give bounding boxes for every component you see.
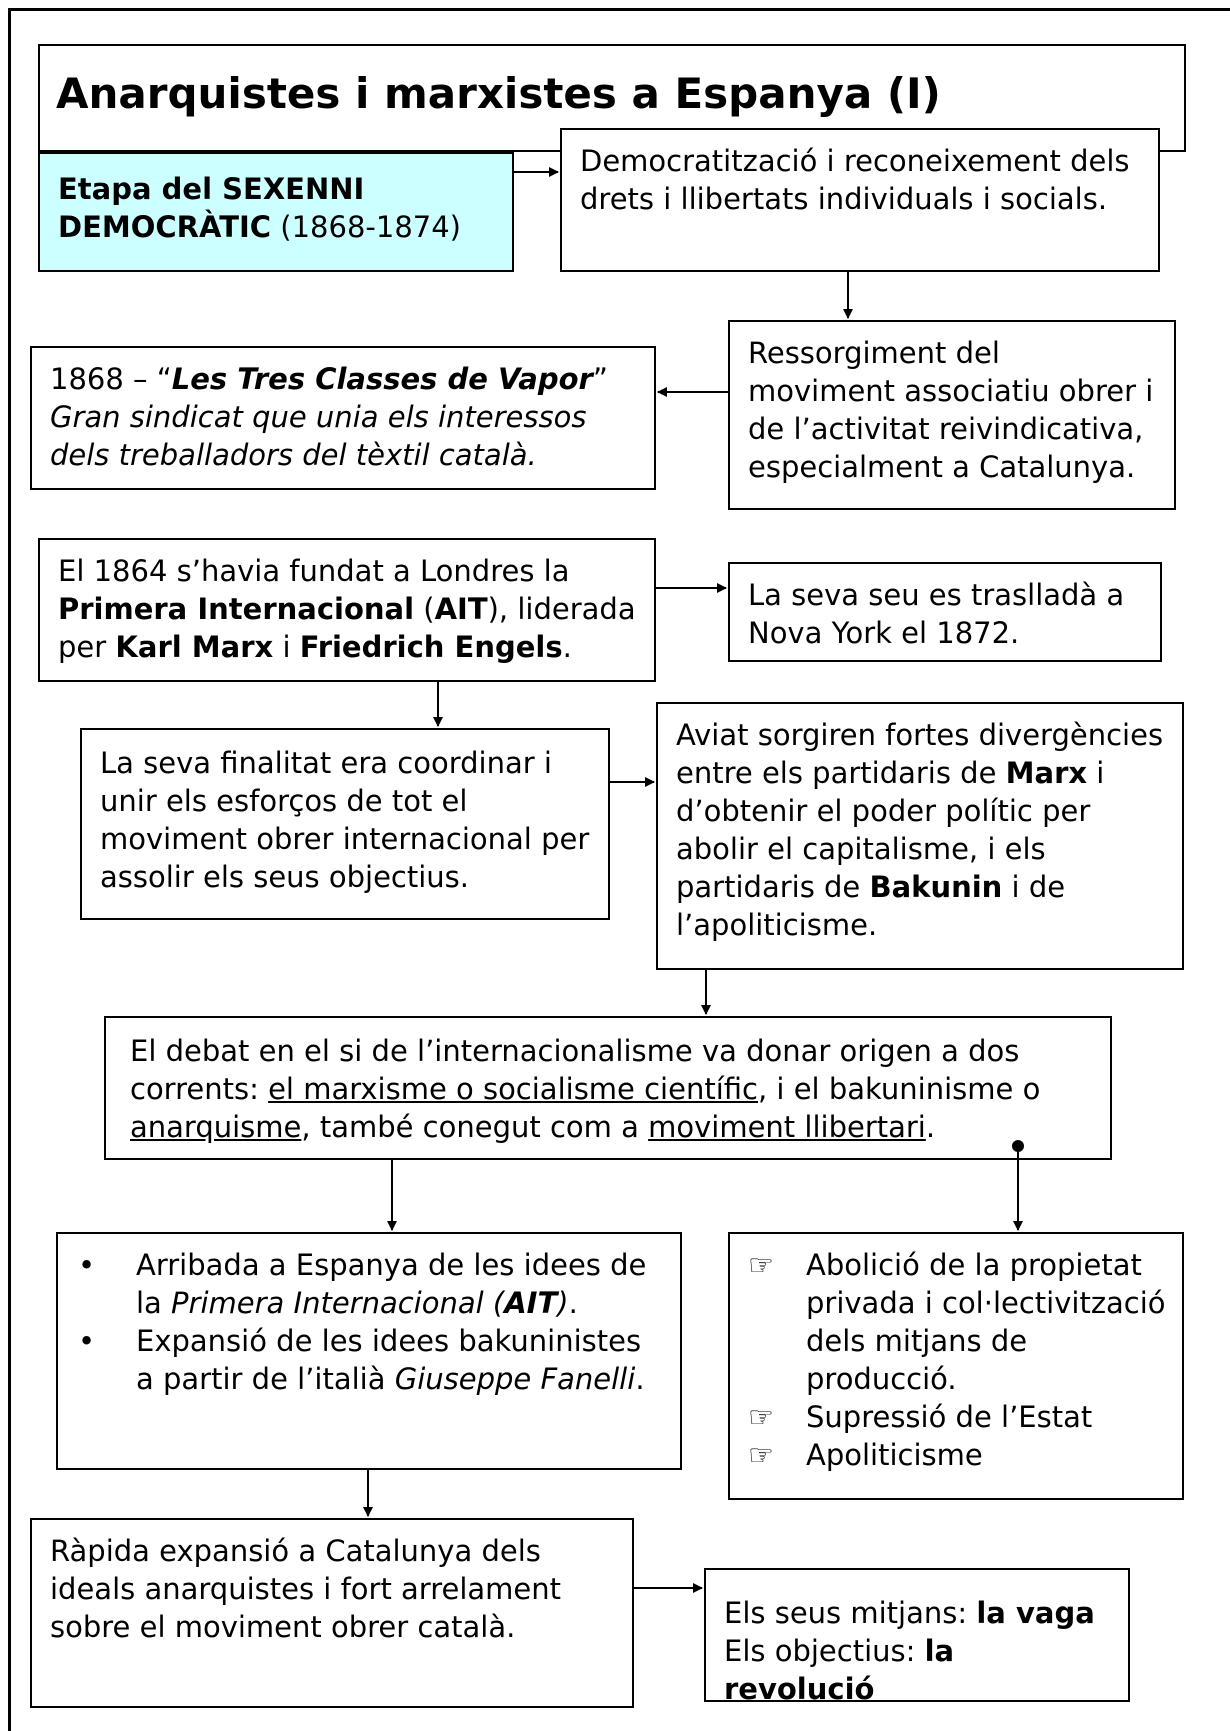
mitjans-line: Els seus mitjans: la vaga	[724, 1596, 1095, 1630]
principis-list: ☞Abolició de la propietat privada i col·…	[738, 1246, 1170, 1474]
rapida-expansio-box: Ràpida expansió a Catalunya dels ideals …	[30, 1518, 634, 1708]
pointing-hand-icon: ☞	[748, 1400, 774, 1434]
arribada-list: •Arribada a Espanya de les idees de la P…	[68, 1246, 666, 1398]
nova-york-text: La seva seu es traslladà a Nova York el …	[748, 578, 1125, 650]
nova-york-box: La seva seu es traslladà a Nova York el …	[728, 562, 1162, 662]
democratitzacio-text: Democratització i reconeixement dels dre…	[580, 144, 1130, 216]
rapida-expansio-text: Ràpida expansió a Catalunya dels ideals …	[50, 1534, 562, 1644]
arribada-item-1: •Arribada a Espanya de les idees de la P…	[78, 1248, 647, 1320]
principi-item-1: ☞Abolició de la propietat privada i col·…	[748, 1248, 1166, 1396]
bullet-icon: •	[78, 1248, 96, 1282]
principi-item-2: ☞Supressió de l’Estat	[748, 1400, 1093, 1434]
sexenni-line1: Etapa del SEXENNI	[58, 172, 365, 206]
debat-box: El debat en el si de l’internacionalisme…	[104, 1016, 1112, 1160]
tres-classes-box: 1868 – “Les Tres Classes de Vapor” Gran …	[30, 346, 656, 490]
principi-item-3: ☞Apoliticisme	[748, 1438, 983, 1472]
pointing-hand-icon: ☞	[748, 1248, 774, 1282]
principis-box: ☞Abolició de la propietat privada i col·…	[728, 1232, 1184, 1500]
page-title: Anarquistes i marxistes a Espanya (I)	[38, 44, 1186, 152]
arribada-item-2: •Expansió de les idees bakuninistes a pa…	[78, 1324, 645, 1396]
objectius-line: Els objectius: la revolució	[724, 1634, 955, 1706]
primera-internacional-box: El 1864 s’havia fundat a Londres la Prim…	[38, 538, 656, 682]
divergencies-box: Aviat sorgiren fortes divergències entre…	[656, 702, 1184, 970]
sexenni-box: Etapa del SEXENNI DEMOCRÀTIC (1868-1874)	[38, 152, 514, 272]
sexenni-line2: DEMOCRÀTIC (1868-1874)	[58, 210, 461, 244]
ressorgiment-box: Ressorgiment del moviment associatiu obr…	[728, 320, 1176, 510]
tres-classes-description: Gran sindicat que unia els interessos de…	[50, 400, 587, 472]
bullet-icon: •	[78, 1324, 96, 1358]
finalitat-box: La seva finalitat era coordinar i unir e…	[80, 728, 610, 920]
pointing-hand-icon: ☞	[748, 1438, 774, 1472]
outer-frame	[8, 8, 1230, 1731]
mitjans-box: Els seus mitjans: la vaga Els objectius:…	[704, 1568, 1130, 1706]
finalitat-text: La seva finalitat era coordinar i unir e…	[100, 746, 590, 894]
arribada-box: •Arribada a Espanya de les idees de la P…	[56, 1232, 682, 1470]
democratitzacio-box: Democratització i reconeixement dels dre…	[560, 128, 1160, 272]
ressorgiment-text: Ressorgiment del moviment associatiu obr…	[748, 336, 1154, 484]
tres-classes-heading: 1868 – “Les Tres Classes de Vapor”	[50, 362, 608, 396]
